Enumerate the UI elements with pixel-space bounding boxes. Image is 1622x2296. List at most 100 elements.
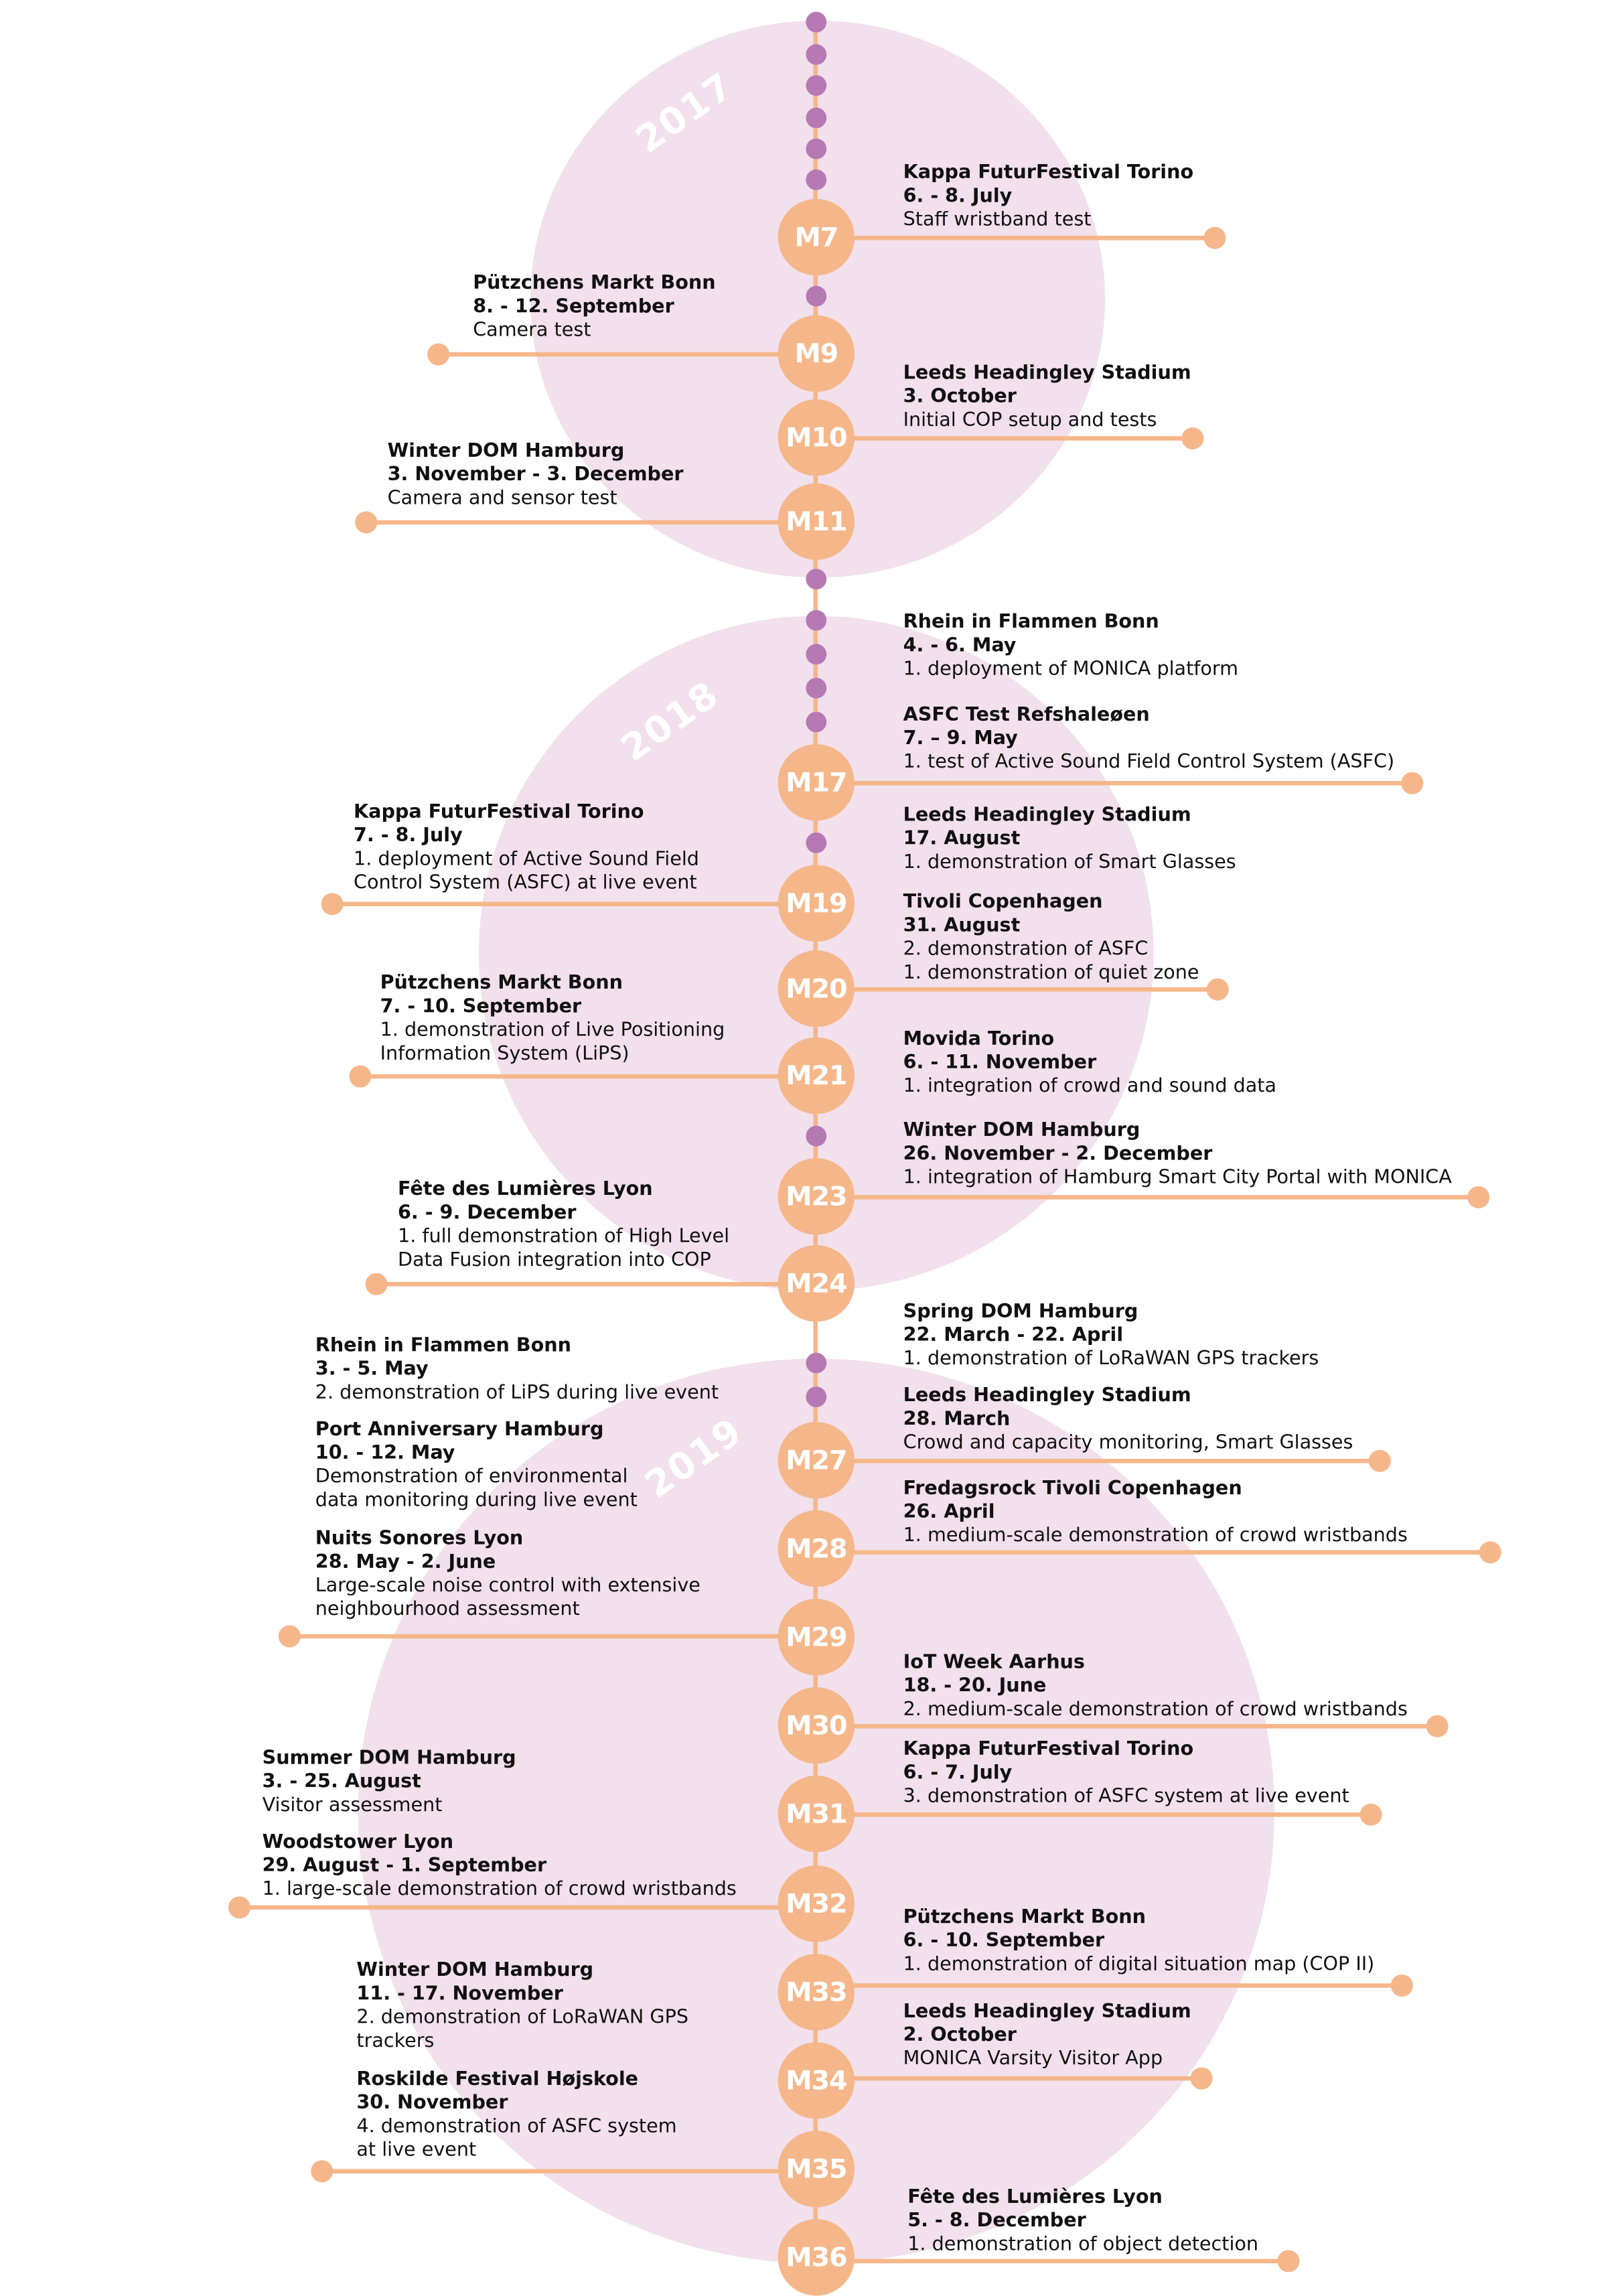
- event-title: Kappa FuturFestival Torino: [903, 1739, 1194, 1761]
- month-dot: [806, 11, 827, 33]
- connector-end-dot: [227, 1895, 250, 1918]
- event-date: 29. August - 1. September: [262, 1855, 547, 1877]
- connector-line: [321, 2168, 816, 2173]
- milestone-m17: M17: [778, 744, 855, 821]
- event-title: Woodstower Lyon: [262, 1831, 454, 1854]
- connector-end-dot: [320, 892, 343, 915]
- event-description: 1. demonstration of LoRaWAN GPS trackers: [903, 1348, 1319, 1370]
- event-title: Fredagsrock Tivoli Copenhagen: [903, 1478, 1242, 1500]
- event-date: 26. April: [903, 1501, 995, 1524]
- event-title: Leeds Headingley Stadium: [903, 362, 1191, 385]
- event-description: 1. full demonstration of High Level: [398, 1226, 730, 1248]
- event-date: 30. November: [356, 2092, 508, 2114]
- milestone-m31: M31: [778, 1776, 855, 1853]
- connector-line: [376, 1281, 816, 1286]
- milestone-m10: M10: [778, 399, 855, 476]
- event-description: 1. test of Active Sound Field Control Sy…: [903, 751, 1395, 774]
- milestone-m19: M19: [778, 865, 855, 942]
- event-description: at live event: [356, 2139, 477, 2162]
- event-description: 1. demonstration of object detection: [907, 2234, 1259, 2256]
- event-date: 7. – 9. May: [903, 727, 1018, 750]
- event-title: Pützchens Markt Bonn: [380, 973, 623, 995]
- event-description: Crowd and capacity monitoring, Smart Gla…: [903, 1432, 1353, 1455]
- connector-line: [816, 2075, 1201, 2080]
- connector-end-dot: [1181, 426, 1203, 449]
- month-dot: [806, 1352, 827, 1374]
- month-dot: [806, 1386, 827, 1407]
- milestone-m9: M9: [778, 315, 855, 392]
- milestone-m21: M21: [778, 1037, 855, 1115]
- event-date: 7. - 8. July: [354, 825, 463, 847]
- event-title: IoT Week Aarhus: [903, 1652, 1085, 1674]
- event-title: Kappa FuturFestival Torino: [903, 162, 1194, 184]
- connector-end-dot: [426, 342, 449, 365]
- connector-end-dot: [1467, 1185, 1489, 1208]
- event-date: 10. - 12. May: [315, 1442, 455, 1465]
- event-description: 2. demonstration of LoRaWAN GPS: [356, 2007, 688, 2029]
- month-dot: [806, 285, 827, 307]
- event-date: 2. October: [903, 2024, 1017, 2047]
- milestone-m20: M20: [778, 950, 855, 1027]
- event-date: 6. - 9. December: [398, 1202, 577, 1225]
- milestone-m27: M27: [778, 1422, 855, 1499]
- event-description: Initial COP setup and tests: [903, 409, 1157, 432]
- event-title: Rhein in Flammen Bonn: [903, 612, 1159, 634]
- connector-line: [816, 2258, 1288, 2263]
- event-description: 1. large-scale demonstration of crowd wr…: [262, 1879, 737, 1901]
- event-description: Large-scale noise control with extensive: [315, 1575, 701, 1597]
- event-date: 3. November - 3. December: [387, 464, 684, 486]
- connector-line: [816, 780, 1412, 785]
- event-title: Nuits Sonores Lyon: [315, 1528, 524, 1551]
- month-dot: [806, 609, 827, 631]
- event-description: 1. medium-scale demonstration of crowd w…: [903, 1525, 1408, 1547]
- event-date: 6. - 8. July: [903, 186, 1013, 208]
- event-date: 3. - 5. May: [315, 1358, 429, 1381]
- connector-line: [365, 519, 816, 524]
- event-title: Leeds Headingley Stadium: [903, 804, 1191, 827]
- event-description: 2. demonstration of ASFC: [903, 938, 1149, 961]
- event-description: 1. deployment of Active Sound Field: [354, 849, 699, 871]
- event-date: 22. March - 22. April: [903, 1324, 1124, 1347]
- connector-line: [816, 1549, 1490, 1554]
- connector-line: [816, 1983, 1402, 1987]
- month-dot: [806, 44, 827, 65]
- event-date: 17. August: [903, 828, 1021, 851]
- milestone-m35: M35: [778, 2131, 855, 2208]
- event-description: Camera and sensor test: [387, 488, 617, 510]
- event-title: Kappa FuturFestival Torino: [354, 801, 644, 824]
- event-description: Information System (LiPS): [380, 1043, 630, 1066]
- connector-end-dot: [348, 1064, 371, 1087]
- connector-line: [816, 1457, 1380, 1463]
- connector-end-dot: [1478, 1540, 1501, 1563]
- event-date: 6. - 7. July: [903, 1762, 1013, 1785]
- connector-end-dot: [1368, 1449, 1390, 1472]
- connector-line: [816, 1194, 1478, 1199]
- connector-line: [331, 901, 816, 906]
- connector-end-dot: [277, 1624, 300, 1647]
- event-date: 3. October: [903, 386, 1017, 409]
- milestone-m33: M33: [778, 1954, 855, 2031]
- event-date: 4. - 6. May: [903, 635, 1017, 658]
- connector-end-dot: [364, 1272, 387, 1295]
- milestone-m23: M23: [778, 1158, 855, 1235]
- event-title: Movida Torino: [903, 1028, 1055, 1051]
- event-description: Demonstration of environmental: [315, 1466, 628, 1488]
- connector-line: [816, 1811, 1370, 1816]
- event-description: 1. deployment of MONICA platform: [903, 658, 1238, 681]
- event-date: 6. - 11. November: [903, 1052, 1097, 1074]
- event-title: Leeds Headingley Stadium: [903, 2001, 1191, 2023]
- event-title: Tivoli Copenhagen: [903, 891, 1103, 914]
- month-dot: [806, 138, 827, 159]
